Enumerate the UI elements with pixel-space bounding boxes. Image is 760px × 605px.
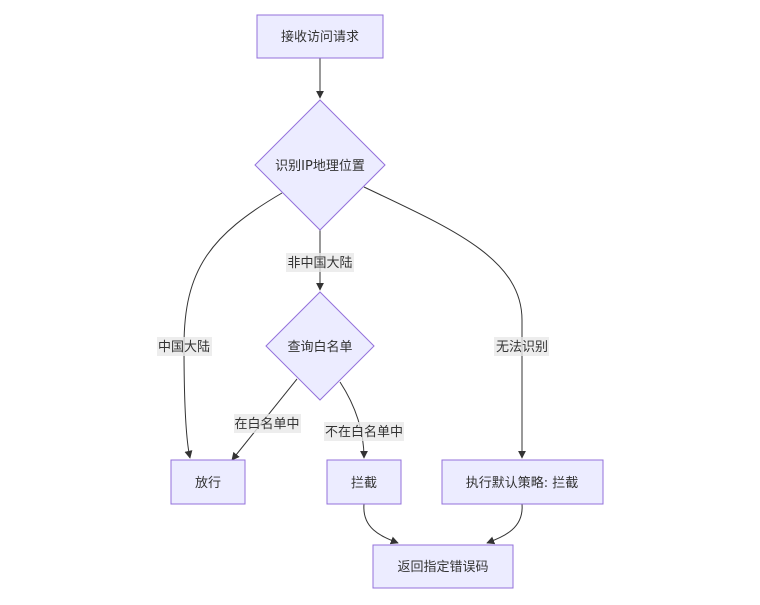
node-query-whitelist: 查询白名单 <box>265 291 375 401</box>
node-label: 返回指定错误码 <box>397 560 488 575</box>
edge-block-to-return <box>363 503 399 545</box>
edge-label-text: 无法识别 <box>496 340 548 355</box>
edge-geo-to-allow <box>183 192 283 459</box>
node-block: 拦截 <box>326 459 402 505</box>
node-label: 接收访问请求 <box>281 29 359 45</box>
node-label: 识别IP地理位置 <box>275 159 365 174</box>
node-receive-request: 接收访问请求 <box>256 14 384 59</box>
node-label: 放行 <box>195 476 221 491</box>
edge-geo-to-default-policy <box>363 186 526 459</box>
edge-label-text: 不在白名单中 <box>325 424 403 440</box>
node-identify-ip-location: 识别IP地理位置 <box>254 99 386 231</box>
edge-label-non-mainland: 非中国大陆 <box>286 253 354 272</box>
edge-label-text: 在白名单中 <box>234 416 299 432</box>
edge-label-text: 中国大陆 <box>158 339 210 355</box>
node-label: 拦截 <box>351 476 377 491</box>
node-allow: 放行 <box>170 459 246 505</box>
edge-label-unidentifiable: 无法识别 <box>494 337 549 356</box>
edge-label-in-whitelist: 在白名单中 <box>234 414 301 433</box>
node-return-error-code: 返回指定错误码 <box>372 544 514 589</box>
edge-label-mainland: 中国大陆 <box>157 337 212 356</box>
node-label: 查询白名单 <box>287 339 352 355</box>
edge-label-text: 非中国大陆 <box>287 255 352 271</box>
edge-default-to-return <box>486 503 523 545</box>
node-default-policy: 执行默认策略: 拦截 <box>441 459 604 505</box>
edge-label-not-in-whitelist: 不在白名单中 <box>324 422 404 441</box>
edge-whitelist-to-block <box>339 381 368 459</box>
node-label: 执行默认策略: 拦截 <box>466 475 579 491</box>
